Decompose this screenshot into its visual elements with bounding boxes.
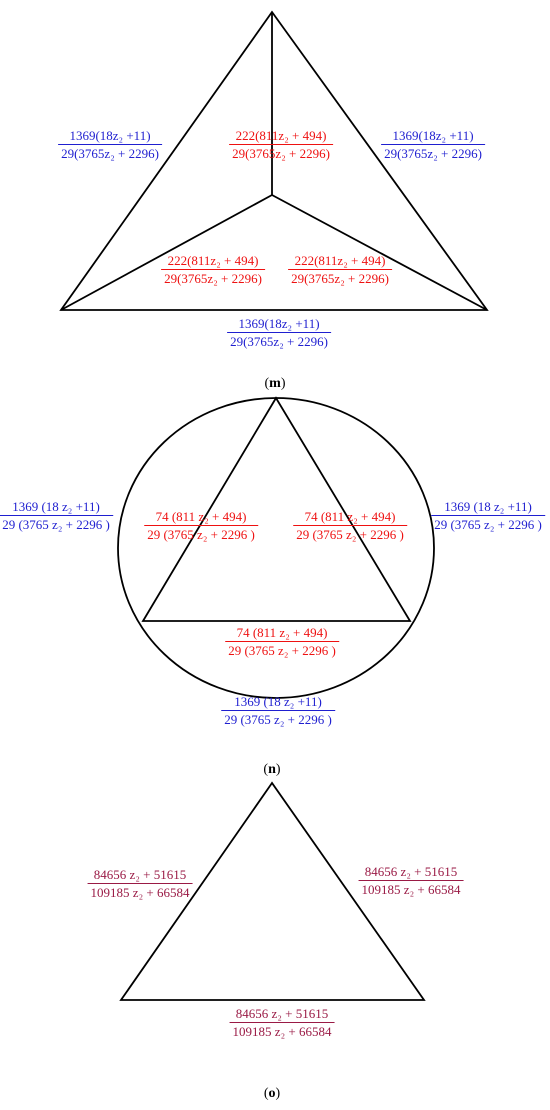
panel-m-inner-right-label: 222(811z₂ + 494) 29(3765z₂ + 2296)	[288, 253, 392, 286]
panel-m-figure	[59, 10, 489, 311]
panel-n-arc-right-label: 1369 (18 z₂ +11) 29 (3765 z₂ + 2296 )	[431, 499, 545, 532]
panel-m-caption: (m)	[264, 376, 286, 391]
panel-o-bottom-edge-label: 84656 z₂ + 51615 109185 z₂ + 66584	[229, 1006, 335, 1039]
panel-n-figure	[117, 396, 435, 699]
panel-n-caption: (n)	[263, 762, 281, 777]
panel-n-side-right-label: 74 (811 z₂ + 494) 29 (3765 z₂ + 2296 )	[293, 509, 407, 542]
panel-o-triangle	[119, 781, 426, 1001]
panel-m-outer-triangle	[59, 10, 489, 311]
panel-n-side-left-label: 74 (811 z₂ + 494) 29 (3765 z₂ + 2296 )	[144, 509, 258, 542]
panel-n-arc-bottom-label: 1369 (18 z₂ +11) 29 (3765 z₂ + 2296 )	[221, 694, 335, 727]
panel-m-inner-left-label: 222(811z₂ + 494) 29(3765z₂ + 2296)	[161, 253, 265, 286]
panel-m-inner-top-label: 222(811z₂ + 494) 29(3765z₂ + 2296)	[229, 128, 333, 161]
panel-o-right-edge-label: 84656 z₂ + 51615 109185 z₂ + 66584	[358, 864, 464, 897]
panel-m-left-edge-label: 1369(18z₂ +11) 29(3765z₂ + 2296)	[58, 128, 162, 161]
panel-m-spoke-right	[271, 194, 488, 311]
panel-n-arc-left-label: 1369 (18 z₂ +11) 29 (3765 z₂ + 2296 )	[0, 499, 113, 532]
panel-m-right-edge-label: 1369(18z₂ +11) 29(3765z₂ + 2296)	[381, 128, 485, 161]
panel-m-spoke-left	[60, 194, 273, 311]
panel-o-caption: (o)	[263, 1086, 281, 1101]
panel-n-triangle	[141, 396, 412, 622]
panel-n-side-bottom-label: 74 (811 z₂ + 494) 29 (3765 z₂ + 2296 )	[225, 625, 339, 658]
panel-o-figure	[119, 781, 426, 1001]
panel-m-bottom-edge-label: 1369(18z₂ +11) 29(3765z₂ + 2296)	[227, 316, 331, 349]
panel-o-left-edge-label: 84656 z₂ + 51615 109185 z₂ + 66584	[87, 867, 193, 900]
